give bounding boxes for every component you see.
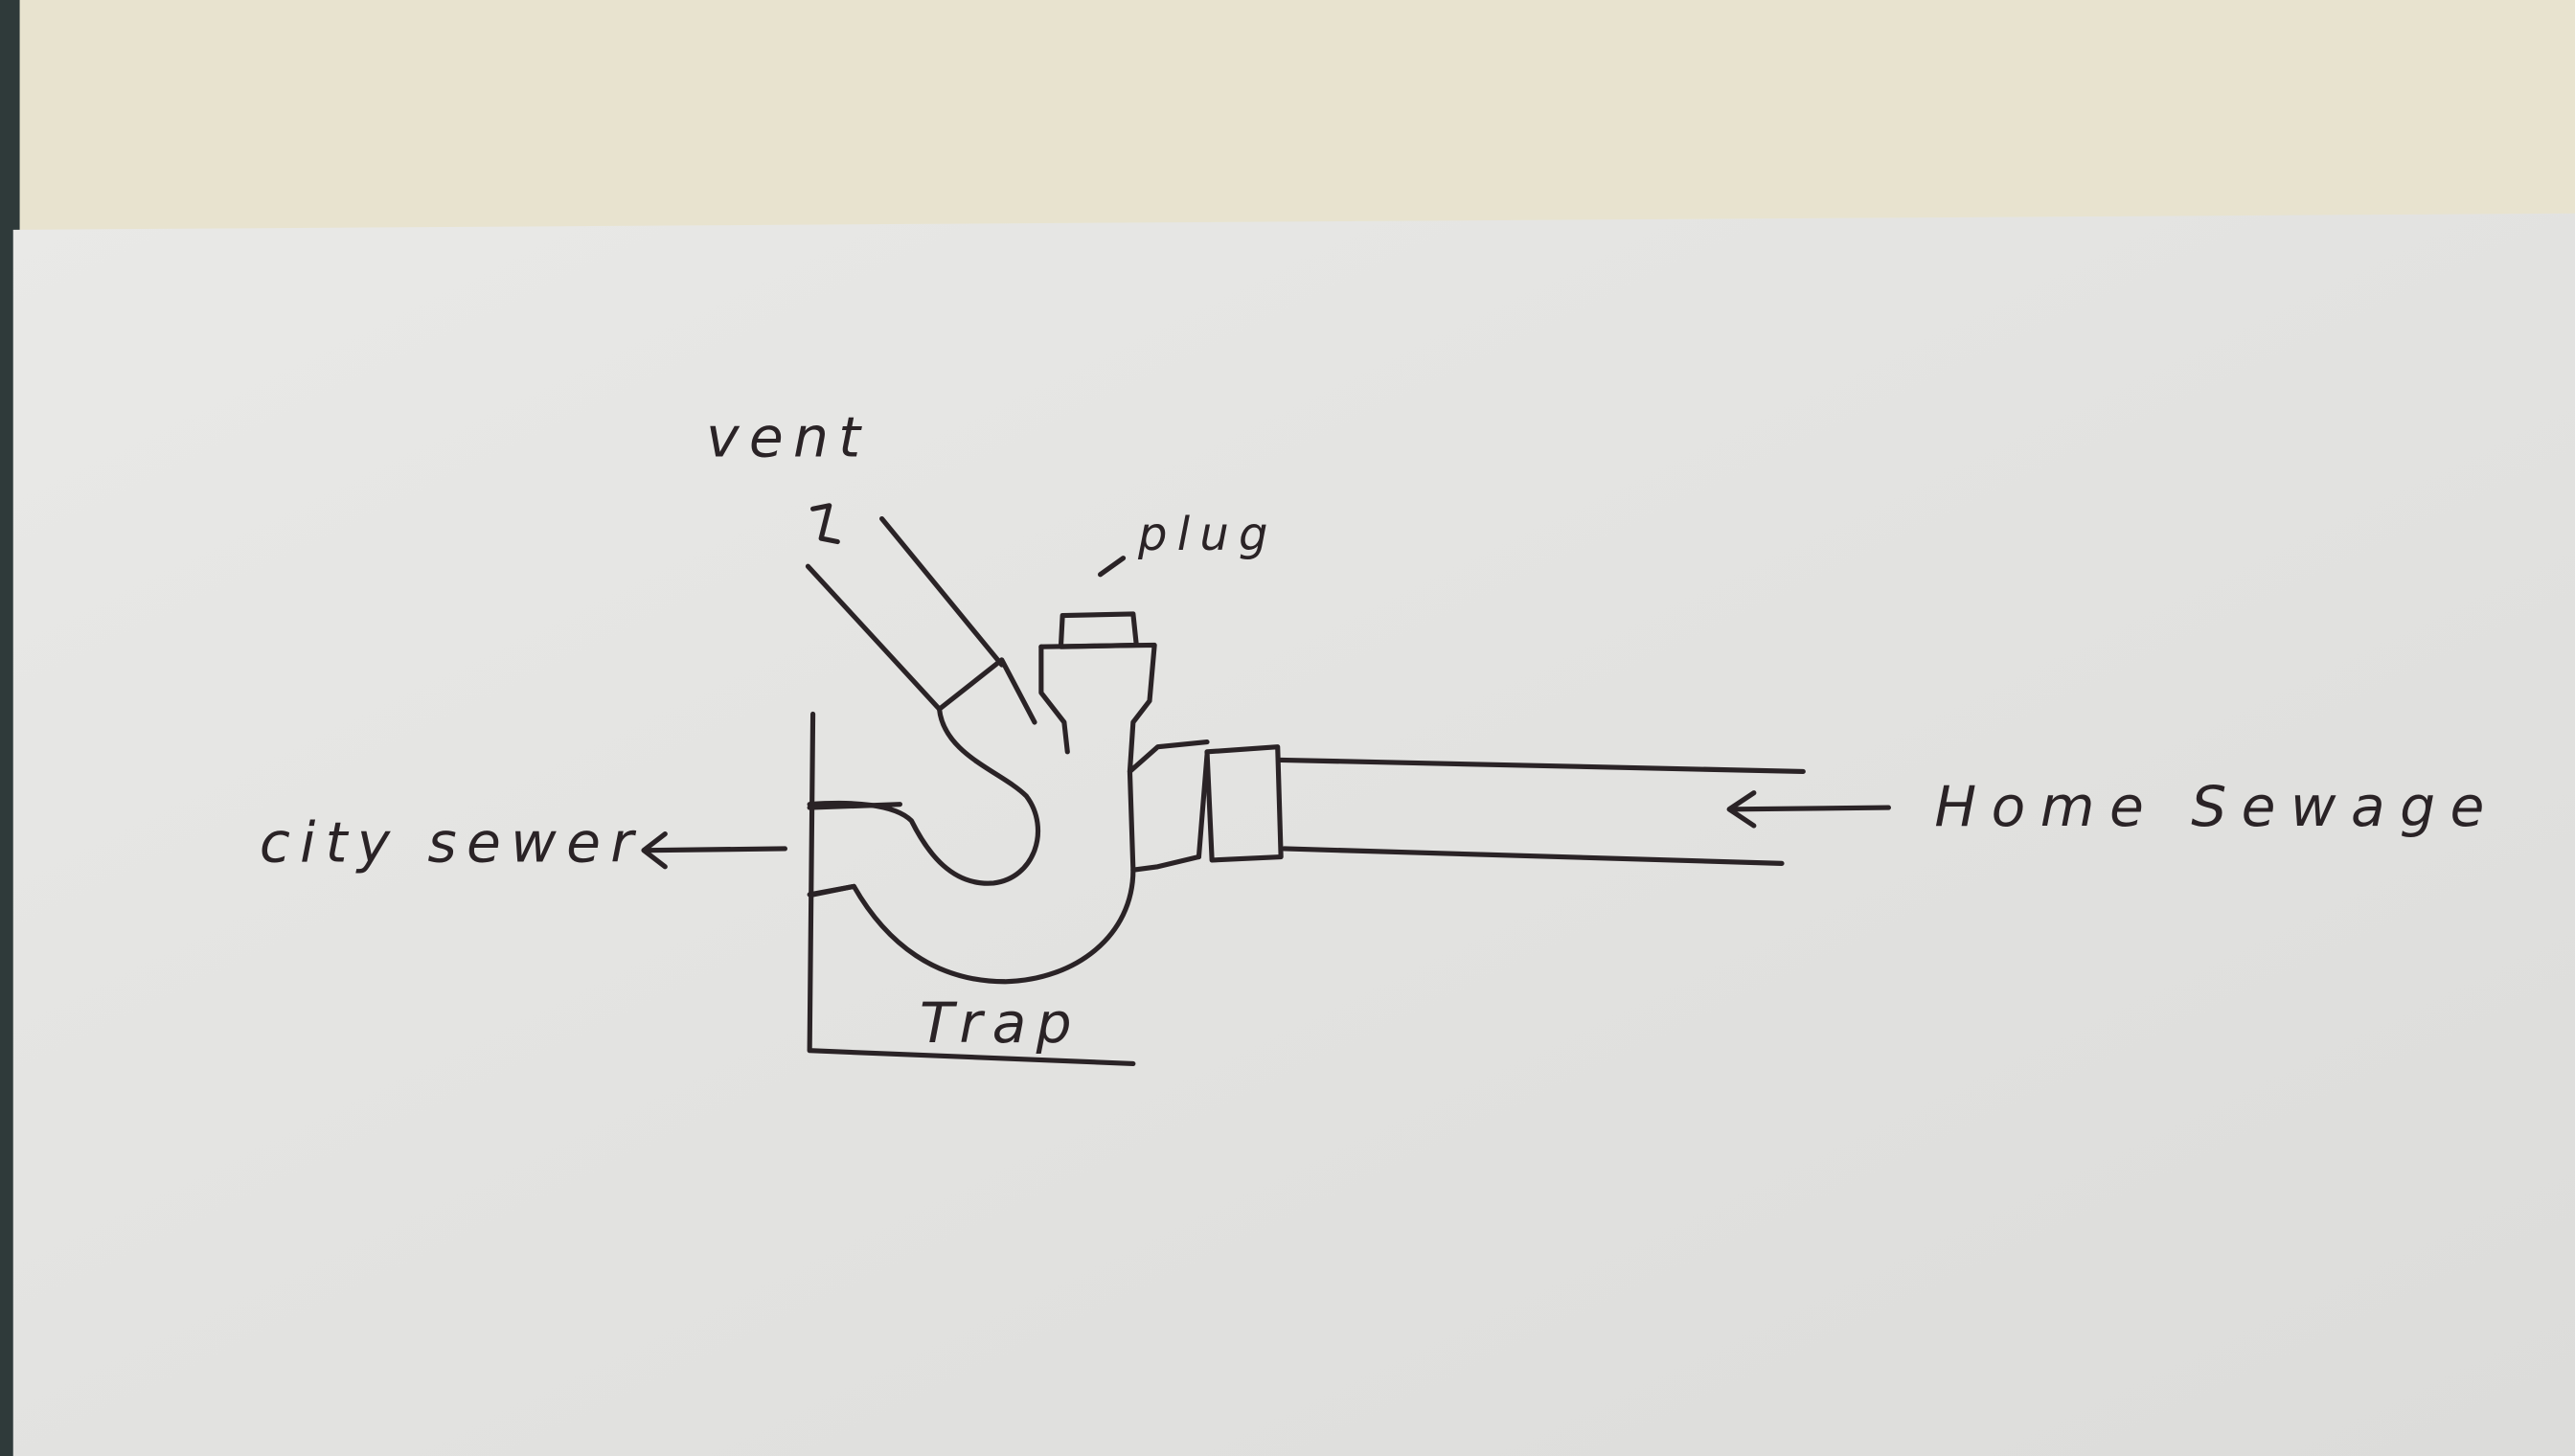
vent-label: vent (706, 404, 870, 469)
plug-leader-line (1097, 556, 1127, 578)
plug-label: plug (1137, 508, 1278, 561)
paper-sheet (12, 213, 2575, 1456)
p-trap (807, 706, 1201, 1067)
cleanout-plug (1038, 611, 1210, 774)
trap-label: Trap (920, 990, 1082, 1056)
city-sewer-arrow (641, 830, 787, 870)
city-sewer-label: city sewer (260, 810, 644, 876)
home-sewage-arrow (1726, 790, 1891, 829)
vent-pipe (805, 503, 1037, 725)
home-sewage-pipe (1196, 744, 1806, 866)
home-sewage-label: Home Sewage (1934, 774, 2498, 839)
